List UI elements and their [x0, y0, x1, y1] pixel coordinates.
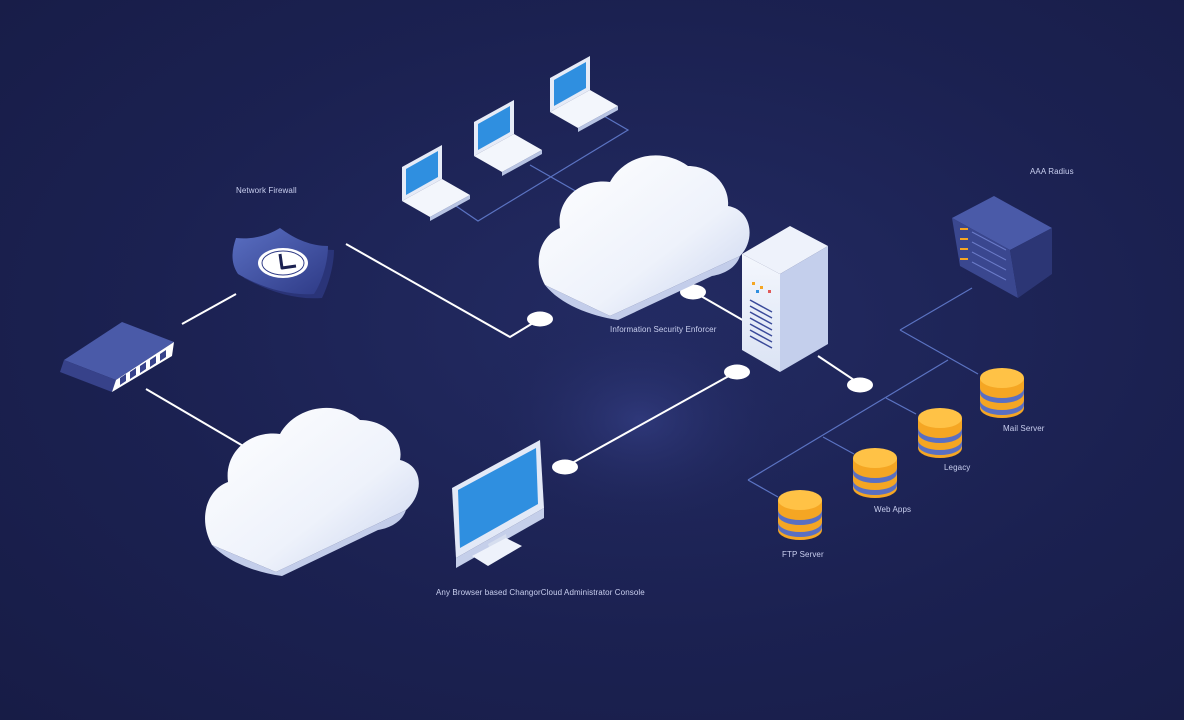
node-enforcer-console [724, 364, 750, 380]
laptop-icon [550, 56, 618, 132]
center-glow [470, 300, 810, 540]
database-icon [853, 448, 897, 498]
network-lines [455, 107, 979, 498]
label-network-firewall: Network Firewall [236, 186, 297, 195]
database-icon [778, 490, 822, 540]
laptop-icon [402, 145, 470, 221]
label-aaa-radius: AAA Radius [1030, 167, 1074, 176]
webapps-link-line [822, 436, 855, 455]
label-legacy: Legacy [944, 463, 971, 472]
server-bus-line [747, 359, 949, 481]
laptop-icon [474, 100, 542, 176]
monitor-icon [452, 440, 544, 568]
label-admin-console: Any Browser based ChangorCloud Administr… [436, 588, 645, 597]
enforcer-server-icon [742, 226, 828, 372]
label-information-security-enforcer: Information Security Enforcer [610, 325, 717, 334]
router-icon [60, 322, 174, 392]
console-enforcer-line [564, 371, 737, 468]
label-mail-server: Mail Server [1003, 424, 1045, 433]
node-servers [847, 377, 873, 393]
firewall-cloud-line [345, 243, 539, 339]
shield-icon [232, 228, 334, 299]
ftp-link-line [747, 479, 779, 498]
connection-nodes [527, 284, 873, 475]
legacy-link-line [885, 397, 917, 415]
mail-link-line [899, 329, 979, 375]
cloud-icon [538, 155, 750, 320]
router-firewall-line [181, 293, 237, 325]
router-cloud-line [145, 388, 251, 451]
label-web-apps: Web Apps [874, 505, 912, 514]
node-cloud-right [680, 284, 706, 300]
laptop-bus-line [455, 107, 630, 222]
aaa-radius-server-icon [952, 196, 1052, 298]
node-console [552, 459, 578, 475]
aaa-link-line [899, 287, 973, 331]
cloud-icon [205, 407, 419, 576]
label-ftp-server: FTP Server [782, 550, 824, 559]
node-cloud-left [527, 311, 553, 327]
database-icon [980, 368, 1024, 418]
database-icon [918, 408, 962, 458]
